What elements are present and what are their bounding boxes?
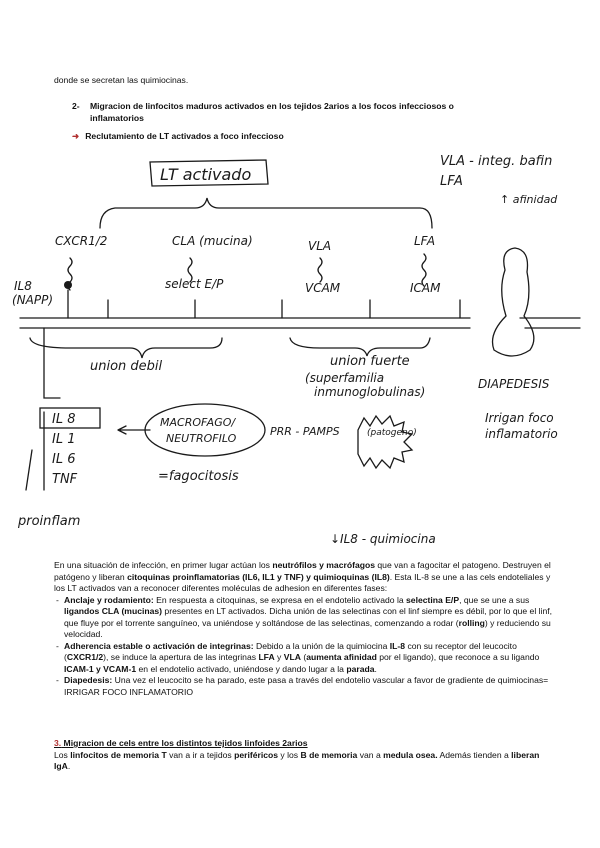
section-3: 3. Migracion de cels entre los distintos…: [54, 738, 554, 773]
cyto-il1: IL 1: [52, 432, 75, 447]
inmuno-label: inmunoglobulinas): [314, 385, 425, 399]
bullet-anclaje: Anclaje y rodamiento: En respuesta a cit…: [54, 595, 554, 641]
vla-note: VLA - integ. bafin: [440, 154, 552, 169]
cyto-tnf: TNF: [52, 472, 78, 487]
section-3-title: 3. Migracion de cels entre los distintos…: [54, 738, 308, 748]
vla-label: VLA: [308, 239, 331, 253]
union-debil-label: union debil: [90, 359, 163, 374]
arrow-bullet-text: Reclutamiento de LT activados a foco inf…: [85, 131, 284, 141]
fagocitosis-label: =fagocitosis: [158, 469, 239, 484]
napp-label: (NAPP): [12, 293, 53, 307]
item-number: 2-: [72, 101, 80, 111]
macrofago-label: MACROFAGO/: [160, 416, 236, 429]
vcam-label: VCAM: [305, 281, 341, 295]
paragraph-intro: En una situación de infección, en primer…: [54, 560, 551, 593]
lfa-label: LFA: [414, 234, 435, 248]
patogeno-label: (patogeno): [367, 428, 417, 438]
union-fuerte-label: union fuerte: [330, 354, 410, 369]
lt-activado-label: LT activado: [160, 165, 251, 184]
body-text: En una situación de infección, en primer…: [54, 560, 554, 698]
afinidad-note: ↑ afinidad: [500, 193, 558, 206]
item-text: Migracion de linfocitos maduros activado…: [90, 101, 454, 123]
handwritten-diagram: LT activado VLA - integ. bafin LFA ↑ afi…: [12, 154, 581, 546]
il8-quimiocina-label: ↓IL8 - quimiocina: [330, 532, 436, 546]
cyto-il6: IL 6: [52, 452, 75, 467]
irrigan-line-2: inflamatorio: [485, 427, 558, 441]
select-label: select E/P: [165, 277, 224, 291]
icam-label: ICAM: [410, 281, 441, 295]
cxcr-label: CXCR1/2: [55, 234, 107, 248]
bullet-adherencia: Adherencia estable o activación de integ…: [54, 641, 554, 676]
bullet-diapedesis: Diapedesis: Una vez el leucocito se ha p…: [54, 675, 554, 698]
right-arrow-icon: ➜: [72, 131, 80, 141]
superfamilia-label: (superfamilia: [305, 371, 384, 385]
diapedesis-label: DIAPEDESIS: [478, 377, 550, 391]
section-3-text: Los linfocitos de memoria T van a ir a t…: [54, 749, 540, 772]
irrigan-line-1: Irrigan foco: [485, 411, 554, 425]
proinflam-label: proinflam: [17, 514, 80, 529]
receptor-dot-icon: [64, 281, 72, 289]
lfa-note: LFA: [440, 174, 463, 189]
cla-label: CLA (mucina): [172, 234, 253, 248]
intro-line: donde se secretan las quimiocinas.: [54, 75, 189, 85]
arrow-bullet-line: ➜ Reclutamiento de LT activados a foco in…: [72, 131, 284, 143]
prr-pamps-label: PRR - PAMPS: [270, 425, 340, 438]
cyto-il8: IL 8: [52, 412, 75, 427]
il8-label: IL8: [14, 279, 32, 293]
neutrofilo-label: NEUTROFILO: [166, 432, 237, 445]
